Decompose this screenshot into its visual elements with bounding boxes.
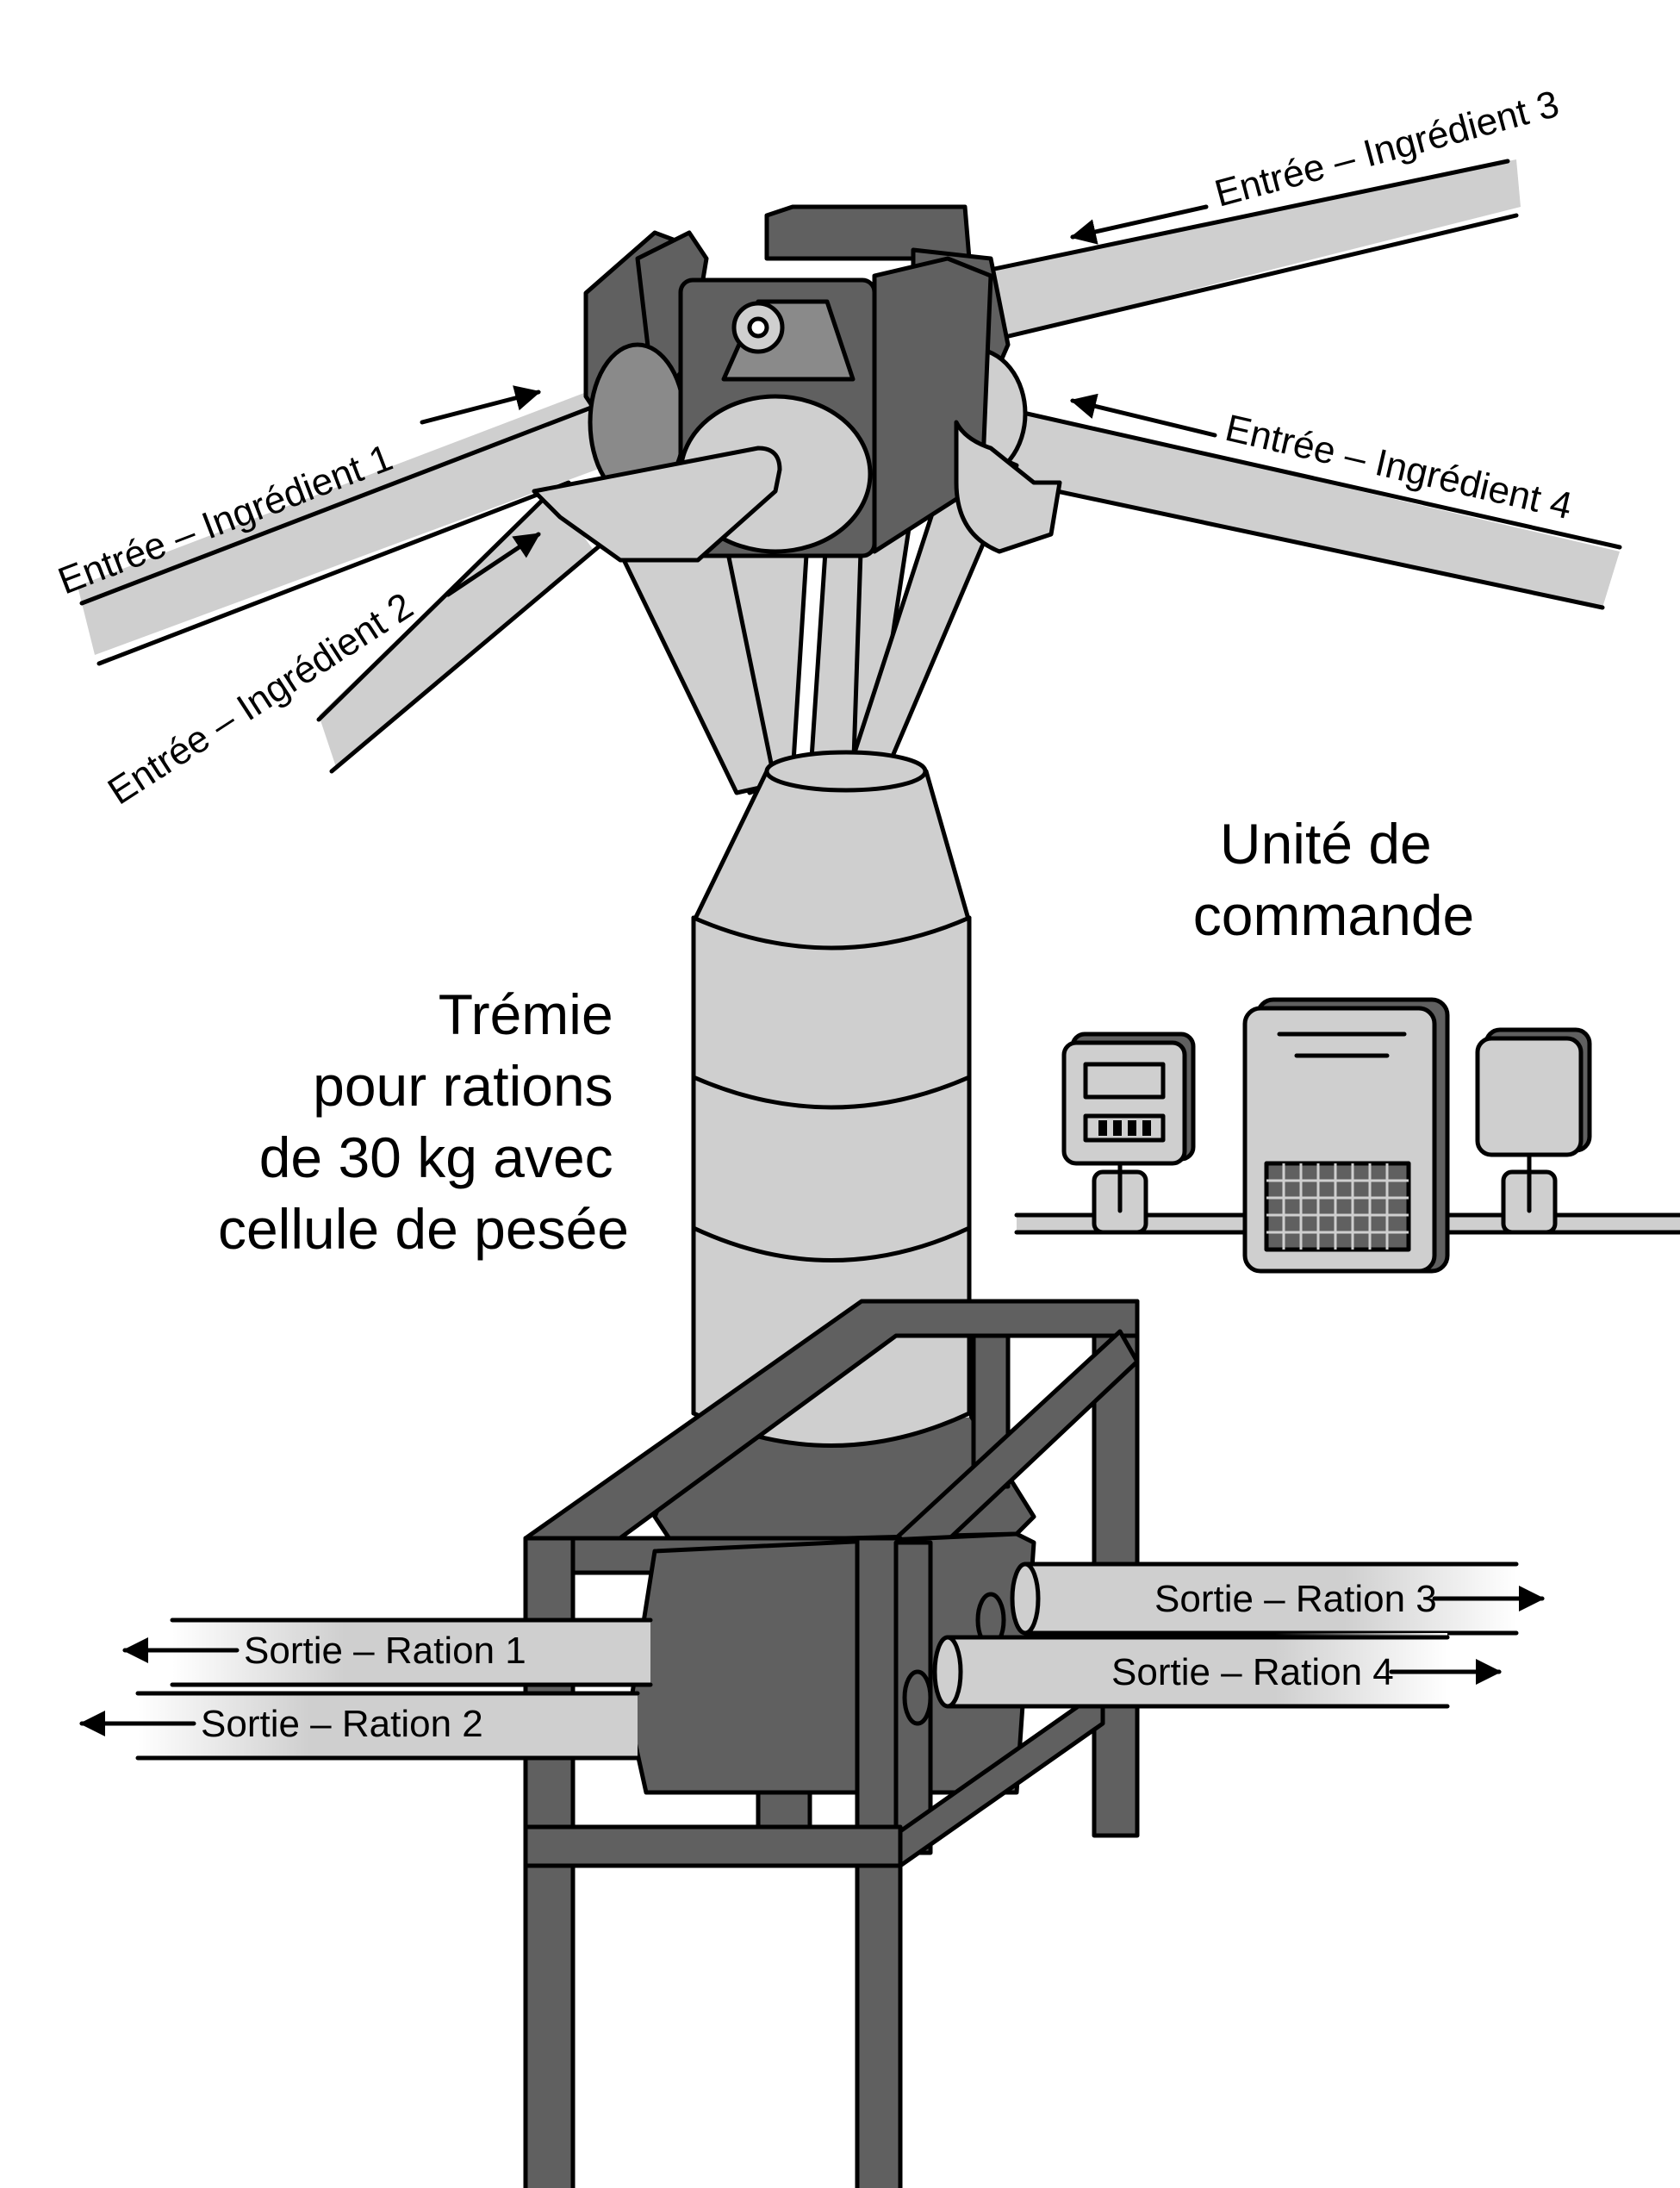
pipe-ration-1 [170, 1616, 653, 1689]
pipe-ingredient-4 [1005, 407, 1622, 610]
pipe-ration-2 [135, 1689, 640, 1762]
control-unit [1014, 997, 1680, 1274]
flow-arrows [79, 204, 1545, 1736]
label-hopper-line-2: pour rations [313, 1054, 613, 1118]
label-output-1: Sortie – Ration 1 [244, 1630, 526, 1672]
label-output-2: Sortie – Ration 2 [201, 1703, 483, 1745]
label-control-line-1: Unité de [1220, 812, 1432, 876]
input-pipes [78, 159, 1622, 774]
pipe-ingredient-1 [78, 379, 655, 666]
label-hopper-line-4: cellule de pesée [218, 1197, 629, 1261]
label-output-4: Sortie – Ration 4 [1111, 1651, 1394, 1693]
label-hopper-line-3: de 30 kg avec [259, 1125, 613, 1189]
pipe-ingredient-2 [316, 491, 606, 774]
input-bends [532, 420, 1062, 563]
keypad-grid [1266, 1163, 1409, 1250]
label-hopper: Trémie pour rations de 30 kg avec cellul… [218, 982, 629, 1261]
label-output-3: Sortie – Ration 3 [1154, 1578, 1437, 1620]
pipe-ingredient-3 [980, 159, 1521, 343]
label-control-line-2: commande [1193, 883, 1475, 947]
label-control-unit: Unité de commande [1193, 812, 1475, 947]
label-hopper-line-1: Trémie [439, 982, 613, 1046]
